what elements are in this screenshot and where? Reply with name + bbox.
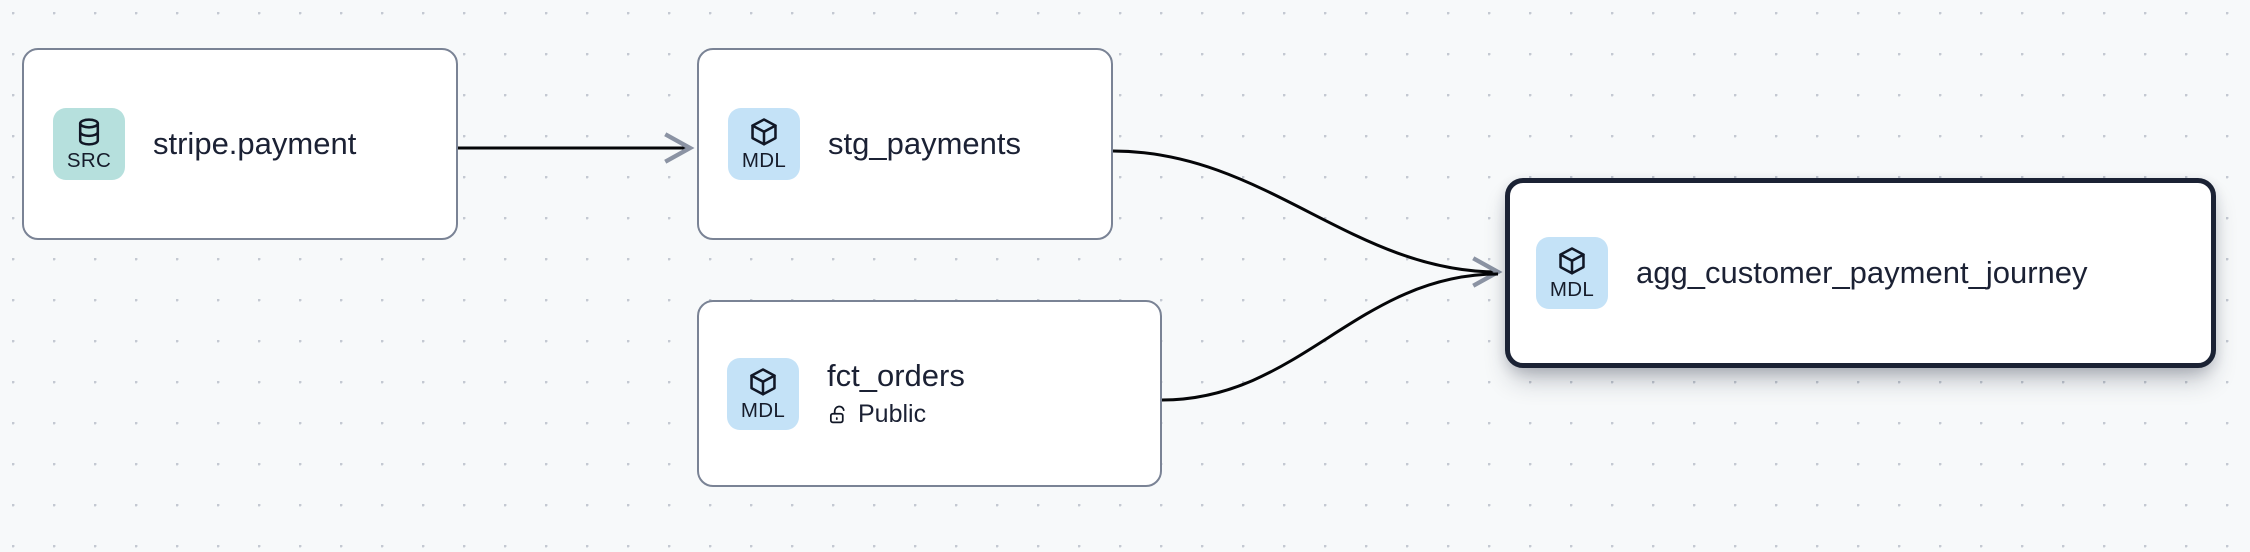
node-visibility: Public [827, 401, 965, 429]
edge-stg-payments-to-agg-customer-payment-journey [1112, 149, 1503, 288]
node-agg-customer-payment-journey[interactable]: MDL agg_customer_payment_journey [1505, 178, 2216, 368]
node-stripe-payment[interactable]: SRC stripe.payment [22, 48, 458, 240]
badge-mdl: MDL [1536, 237, 1608, 309]
node-stg-payments[interactable]: MDL stg_payments [697, 48, 1113, 240]
node-body: stg_payments [828, 126, 1021, 163]
badge-mdl-label: MDL [741, 149, 787, 173]
node-body: stripe.payment [153, 126, 356, 163]
database-icon [78, 118, 100, 146]
node-title: agg_customer_payment_journey [1636, 254, 2088, 290]
node-title: fct_orders [827, 358, 965, 394]
badge-src-label: SRC [66, 149, 112, 173]
badge-mdl-label: MDL [740, 398, 786, 422]
node-body: agg_customer_payment_journey [1636, 255, 2088, 292]
node-title: stripe.payment [153, 125, 357, 161]
cube-icon [750, 367, 776, 396]
node-fct-orders[interactable]: MDL fct_orders Public [697, 300, 1162, 487]
node-title: stg_payments [828, 125, 1021, 161]
unlock-icon [829, 405, 845, 423]
badge-mdl: MDL [728, 108, 800, 180]
node-body: fct_orders Public [827, 358, 965, 428]
badge-mdl-label: MDL [1549, 278, 1595, 302]
badge-src: SRC [53, 108, 125, 180]
cube-icon [1559, 247, 1585, 275]
badge-mdl: MDL [727, 357, 799, 430]
cube-icon [751, 118, 777, 146]
node-visibility-label: Public [858, 400, 927, 429]
edge-fct-orders-to-agg-customer-payment-journey [1161, 272, 1499, 402]
